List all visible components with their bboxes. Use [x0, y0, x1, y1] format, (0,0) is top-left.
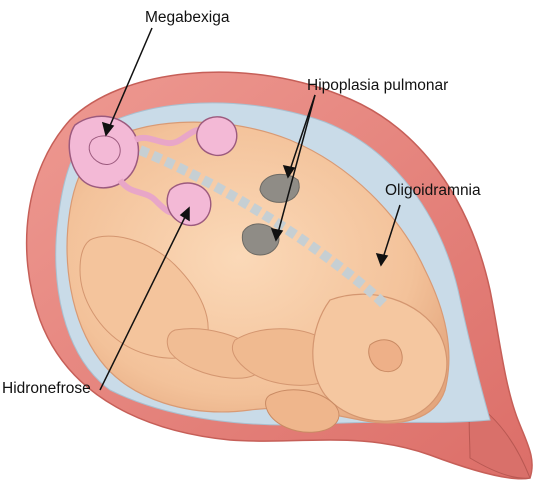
label-hidronefrose: Hidronefrose — [2, 380, 91, 397]
label-oligoidramnia: Oligoidramnia — [385, 182, 481, 199]
label-megabexiga: Megabexiga — [145, 9, 230, 26]
label-hipoplasia-pulmonar: Hipoplasia pulmonar — [307, 77, 448, 94]
kidney-upper — [197, 117, 237, 156]
